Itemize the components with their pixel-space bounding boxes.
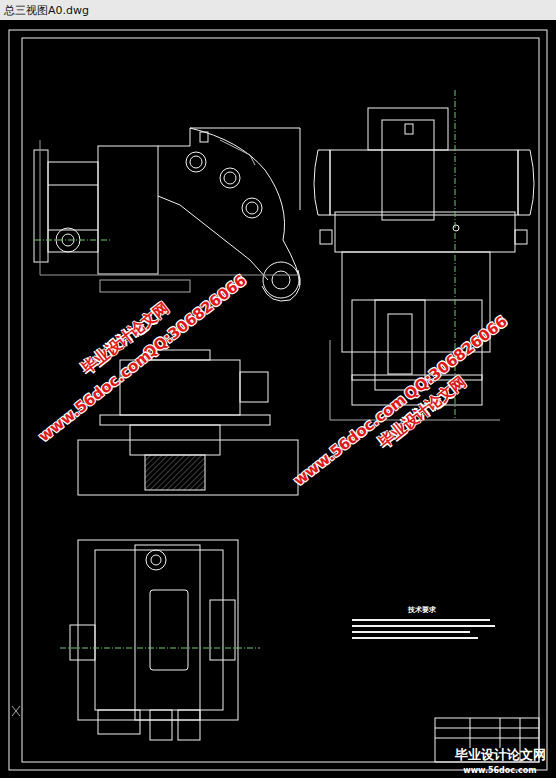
drawing-stroke bbox=[388, 314, 412, 374]
notes-heading: 技术要求 bbox=[408, 605, 436, 615]
drawing-stroke bbox=[130, 425, 220, 455]
drawing-stroke bbox=[150, 590, 188, 670]
drawing-stroke bbox=[98, 710, 140, 734]
drawing-stroke bbox=[518, 150, 534, 215]
drawing-stroke bbox=[352, 619, 490, 621]
drawing-stroke bbox=[330, 340, 331, 420]
drawing-stroke bbox=[150, 710, 172, 740]
logo-url: www.56doc.com bbox=[463, 766, 536, 775]
drawing-stroke bbox=[453, 225, 459, 231]
drawing-stroke bbox=[335, 212, 515, 252]
drawing-stroke bbox=[48, 230, 98, 231]
drawing-stroke bbox=[330, 150, 518, 215]
drawing-stroke bbox=[382, 120, 434, 220]
drawing-stroke bbox=[12, 706, 20, 716]
drawing-stroke bbox=[368, 108, 448, 150]
drawing-stroke bbox=[242, 198, 262, 218]
drawing-stroke bbox=[100, 415, 270, 425]
front-view bbox=[34, 128, 300, 301]
drawing-stroke bbox=[145, 455, 205, 490]
logo-text: 毕业设计论文网 bbox=[455, 746, 546, 764]
drawing-stroke bbox=[158, 128, 300, 210]
drawing-stroke bbox=[500, 718, 501, 748]
drawing-stroke bbox=[48, 162, 98, 252]
drawing-stroke bbox=[314, 150, 330, 215]
drawing-stroke bbox=[320, 230, 332, 244]
drawing-stroke bbox=[352, 631, 470, 633]
drawing-stroke bbox=[135, 545, 200, 720]
top-view bbox=[60, 350, 298, 740]
drawing-stroke bbox=[70, 625, 95, 660]
drawing-stroke bbox=[263, 262, 299, 298]
drawing-stroke bbox=[200, 132, 208, 142]
drawing-stroke bbox=[78, 440, 298, 495]
side-view bbox=[314, 90, 534, 420]
drawing-stroke bbox=[22, 38, 539, 762]
drawing-stroke bbox=[352, 637, 478, 639]
drawing-stroke bbox=[100, 280, 190, 292]
file-title: 总三视图A0.dwg bbox=[0, 4, 89, 17]
drawing-stroke bbox=[35, 240, 110, 241]
drawing-stroke bbox=[220, 168, 240, 188]
drawing-stroke bbox=[78, 540, 238, 720]
drawing-stroke bbox=[455, 90, 456, 420]
drawing-stroke bbox=[186, 152, 206, 172]
drawing-stroke bbox=[95, 550, 223, 710]
drawing-stroke bbox=[405, 124, 413, 134]
title-bar: 总三视图A0.dwg bbox=[0, 0, 556, 20]
drawing-stroke bbox=[435, 738, 539, 739]
drawing-stroke bbox=[435, 728, 539, 729]
drawing-stroke bbox=[220, 140, 255, 165]
drawing-stroke bbox=[210, 600, 235, 660]
drawing-stroke bbox=[34, 150, 48, 262]
drawing-stroke bbox=[246, 202, 258, 214]
drawing-stroke bbox=[178, 710, 200, 740]
drawing-stroke bbox=[60, 648, 260, 649]
drawing-stroke bbox=[190, 128, 300, 285]
drawing-stroke bbox=[272, 271, 290, 289]
drawing-stroke bbox=[158, 196, 268, 280]
drawing-stroke bbox=[40, 140, 41, 275]
drawing-stroke bbox=[146, 550, 166, 570]
drawing-stroke bbox=[352, 625, 495, 627]
drawing-stroke bbox=[515, 230, 527, 244]
drawing-stroke bbox=[224, 172, 236, 184]
drawing-stroke bbox=[151, 555, 161, 565]
drawing-stroke bbox=[470, 718, 471, 748]
drawing-stroke bbox=[240, 372, 268, 402]
drawing-stroke bbox=[9, 30, 547, 770]
drawing-stroke bbox=[48, 185, 98, 186]
drawing-frame bbox=[9, 30, 547, 770]
drawing-stroke bbox=[190, 156, 202, 168]
notes-lines bbox=[352, 620, 495, 638]
drawing-stroke bbox=[40, 275, 300, 276]
drawing-stroke bbox=[98, 146, 158, 274]
